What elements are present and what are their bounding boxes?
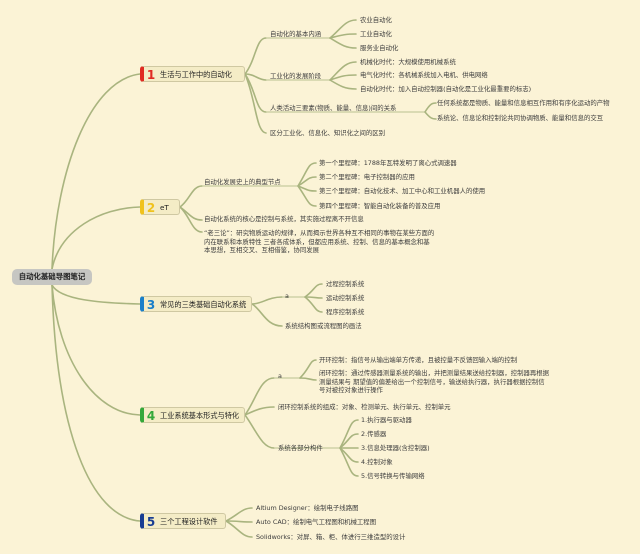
connector-b4-c3-4 [339, 447, 359, 463]
b4-c1-node[interactable]: a [278, 372, 282, 380]
b1-c3-node[interactable]: 人类活动三要素(物质、能量、信息)间的关系 [270, 104, 397, 112]
b2-c1-item-4[interactable]: 第四个里程碑：智能自动化装备的普及应用 [319, 202, 441, 210]
branch-3-number: 3 [146, 298, 156, 312]
connector-b4-c3-1 [339, 419, 359, 449]
root-topic[interactable]: 自动化基础导图笔记 [12, 269, 92, 285]
connector-b3-c1-1 [304, 283, 323, 298]
connector-root-b3 [51, 284, 141, 305]
connector-b2-c1-1 [297, 162, 317, 187]
connector-b2-c2 [179, 206, 203, 221]
connector-b4-c3-5 [339, 447, 359, 477]
connector-b2-c3 [179, 206, 203, 233]
b3-c1-item-3[interactable]: 程序控制系统 [326, 308, 365, 316]
connector-b1-c2 [244, 73, 267, 81]
connector-b1-c4 [244, 73, 267, 134]
b1-c1-item-3[interactable]: 服务业自动化 [360, 44, 399, 52]
b5-item-1[interactable]: Altium Designer：绘制电子线路图 [256, 504, 359, 512]
connector-b3-c1 [251, 296, 283, 305]
connector-b1-c1-2 [329, 33, 357, 39]
branch-5-label: 三个工程设计软件 [160, 517, 218, 526]
b4-c3-item-2[interactable]: 2.传感器 [361, 430, 387, 438]
b2-c1-item-2[interactable]: 第二个里程碑：电子控制器的应用 [319, 173, 415, 181]
branch-2-number: 2 [146, 201, 156, 215]
b4-c2-node[interactable]: 闭环控制系统的组成：对象、检测单元、执行单元、控制单元 [278, 403, 451, 411]
connector-b4-c2 [244, 406, 275, 416]
branch-1-number: 1 [146, 68, 156, 82]
b4-c3-item-1[interactable]: 1.执行器与驱动器 [361, 416, 412, 424]
connector-b1-c1 [244, 37, 267, 75]
connector-b4-c1-2 [299, 377, 317, 381]
connector-root-b1 [51, 73, 141, 270]
connector-b3-c2 [251, 303, 283, 327]
b4-c3-item-5[interactable]: 5.信号转换与传输网络 [361, 472, 425, 480]
b4-c1-item-1[interactable]: 开环控制：指信号从输出端单方传递，且被控量不反馈回输入端的控制 [319, 356, 518, 364]
connector-b1-c3-1 [424, 102, 437, 113]
branch-4-topic[interactable]: 4 工业系统基本形式与特化 [140, 407, 245, 423]
connector-b2-c1-3 [297, 185, 317, 192]
b3-c2-node[interactable]: 系统结构图或流程图的画法 [285, 322, 362, 330]
connector-b4-c3 [244, 414, 275, 449]
b2-c3-node[interactable]: “老三论”：研究物质运动的规律，从而揭示世界各种互不相同的事物在某些方面的内在联… [204, 229, 435, 255]
connector-b3-c1-2 [304, 296, 323, 299]
b5-item-2[interactable]: Auto CAD：绘制电气工程图和机械工程图 [256, 518, 377, 526]
b4-c3-item-4[interactable]: 4.控制对象 [361, 458, 393, 466]
branch-2-topic[interactable]: 2 eT [140, 199, 180, 215]
connector-root-b4 [51, 284, 141, 416]
branch-3-label: 常见的三类基础自动化系统 [160, 300, 247, 309]
b1-c4-node[interactable]: 区分工业化、信息化、知识化之间的区别 [270, 129, 386, 137]
b2-c1-item-3[interactable]: 第三个里程碑：自动化技术、加工中心和工业机器人的使用 [319, 187, 486, 195]
b1-c3-item-2[interactable]: 系统论、信息论和控制论共同协调物质、能量和信息的交互 [437, 114, 604, 122]
branch-4-label: 工业系统基本形式与特化 [160, 411, 240, 420]
b3-c1-item-2[interactable]: 运动控制系统 [326, 294, 365, 302]
b2-c2-node[interactable]: 自动化系统的核心是控制与系统，其实施过程离不开信息 [204, 215, 364, 223]
connector-b1-c2-3 [329, 79, 357, 90]
b4-c1-item-2[interactable]: 闭环控制：通过传感器测量系统的输出，并把测量结果送给控制器，控制器再根据测量结果… [319, 369, 550, 395]
connector-b2-c1-2 [297, 176, 317, 187]
b1-c1-item-2[interactable]: 工业自动化 [360, 30, 392, 38]
b2-c1-item-1[interactable]: 第一个里程碑：1788年瓦特发明了离心式调速器 [319, 159, 457, 167]
b3-c1-node[interactable]: a [285, 292, 289, 300]
connector-b1-c1-1 [329, 19, 357, 39]
connector-b2-c1 [179, 185, 203, 208]
b4-c3-node[interactable]: 系统各部分构件 [278, 444, 323, 452]
branch-5-topic[interactable]: 5 三个工程设计软件 [140, 513, 226, 529]
branch-4-number: 4 [146, 409, 156, 423]
branch-1-label: 生活与工作中的自动化 [160, 70, 232, 79]
b5-item-3[interactable]: Solidworks：对屏、箱、柜、体进行三维造型的设计 [256, 533, 406, 541]
b1-c1-item-1[interactable]: 农业自动化 [360, 16, 392, 24]
branch-1-topic[interactable]: 1 生活与工作中的自动化 [140, 66, 245, 82]
connector-root-b5 [51, 284, 141, 522]
connector-b1-c2-1 [329, 61, 357, 81]
connector-b1-c2-2 [329, 74, 357, 81]
connector-b5-1 [225, 507, 253, 522]
b1-c1-node[interactable]: 自动化的基本内涵 [270, 30, 322, 38]
b1-c2-item-1[interactable]: 机械化时代：大规模使用机械系统 [360, 58, 456, 66]
connector-b1-c3-2 [424, 111, 437, 120]
branch-3-topic[interactable]: 3 常见的三类基础自动化系统 [140, 296, 252, 312]
b1-c3-item-1[interactable]: 任何系统都是物质、能量和信息相互作用和有序化运动的产物 [437, 99, 610, 107]
connector-b5-2 [225, 520, 253, 523]
b3-c1-item-1[interactable]: 过程控制系统 [326, 280, 365, 288]
connector-b4-c1-1 [299, 359, 317, 379]
connector-b5-3 [225, 520, 253, 538]
branch-2-label: eT [160, 203, 169, 212]
connector-b1-c1-3 [329, 37, 357, 49]
connector-b2-c1-4 [297, 185, 317, 207]
connector-b4-c1 [244, 377, 275, 416]
branch-5-number: 5 [146, 515, 156, 529]
b4-c3-item-3[interactable]: 3.信息处理器(含控制器) [361, 444, 430, 452]
b1-c2-item-3[interactable]: 自动化时代：加入自动控制器(自动化是工业化最重要的标志) [360, 85, 532, 93]
connector-b3-c1-3 [304, 296, 323, 313]
connector-root-b2 [51, 206, 141, 270]
b2-c1-node[interactable]: 自动化发展史上的典型节点 [204, 178, 281, 186]
b1-c2-item-2[interactable]: 电气化时代：各机械系统加入电机、供电网络 [360, 71, 488, 79]
connector-b4-c3-2 [339, 433, 359, 449]
b1-c2-node[interactable]: 工业化的发展阶段 [270, 72, 322, 80]
